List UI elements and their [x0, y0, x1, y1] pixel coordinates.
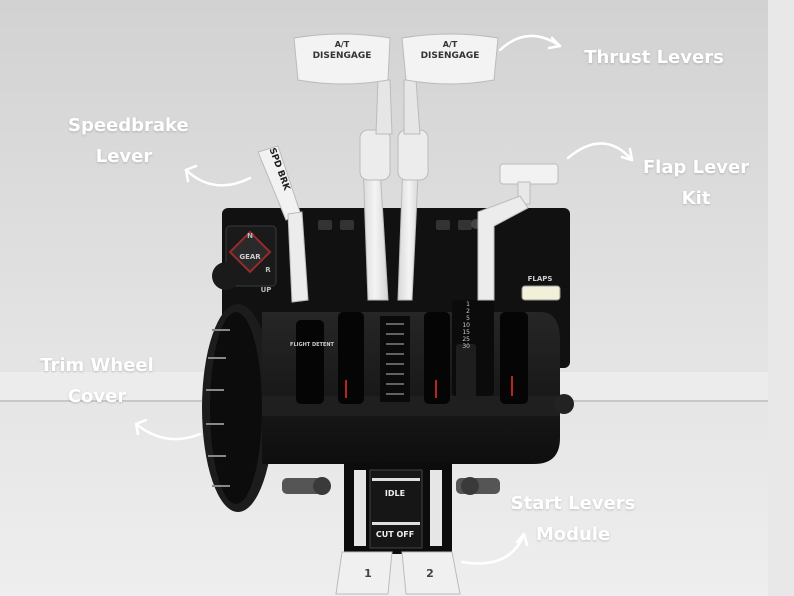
flap-mark: 2: [466, 308, 470, 315]
flaps-text: FLAPS: [528, 275, 553, 283]
wall-panel: [768, 0, 794, 596]
thrust-lever-right[interactable]: [397, 33, 499, 301]
gear-text: GEAR: [239, 253, 261, 261]
flap-mark: 30: [462, 343, 470, 350]
thrust-grip-right[interactable]: [401, 33, 499, 85]
arrow-start-icon: [460, 532, 529, 565]
engine-1-text: 1: [364, 567, 372, 580]
thrust-lever-left[interactable]: [293, 33, 393, 301]
side-knob: [554, 394, 574, 414]
at-disengage-right-text: DISENGAGE: [421, 51, 480, 61]
gear-r-text: R: [265, 266, 271, 274]
flap-mark: 10: [462, 322, 470, 329]
callout-thrust-line1: Thrust Levers: [584, 47, 724, 68]
at-disengage-left-top: A/T: [335, 40, 350, 49]
arrow-flap-icon: [566, 142, 634, 162]
gear-n-text: N: [247, 232, 253, 240]
lever-slots: [296, 312, 528, 404]
callout-flap-line2: Kit: [681, 188, 711, 209]
callout-start-line2: Module: [535, 524, 611, 545]
flap-mark: 25: [462, 336, 470, 343]
flap-lever[interactable]: [477, 163, 559, 301]
idle-text: IDLE: [385, 489, 405, 498]
flap-mark: 15: [462, 329, 470, 336]
callout-thrust: Thrust Levers: [576, 42, 732, 73]
callout-start: Start Levers Module: [500, 488, 646, 550]
thrust-grip-left[interactable]: [293, 33, 391, 85]
flap-mark: 1: [466, 301, 470, 308]
body-band: [262, 396, 560, 416]
callout-speedbrake: Speedbrake Lever: [68, 110, 189, 172]
up-label: UP: [261, 286, 272, 294]
callout-speedbrake-line1: Speedbrake: [68, 115, 189, 136]
start-lever-bases[interactable]: [335, 551, 461, 595]
center-scale-ticks: [386, 323, 404, 395]
flight-detent-text: FLIGHT DETENT: [290, 342, 334, 348]
at-disengage-left-text: DISENGAGE: [313, 51, 372, 61]
callout-trim: Trim Wheel Cover: [30, 350, 164, 412]
trim-knob[interactable]: [212, 262, 240, 290]
callout-speedbrake-line2: Lever: [95, 146, 153, 167]
cut-off-text: CUT OFF: [376, 530, 414, 539]
speedbrake-lever[interactable]: [257, 145, 309, 303]
flap-mark: 5: [466, 315, 470, 322]
callout-start-line1: Start Levers: [510, 493, 636, 514]
callout-trim-line2: Cover: [67, 386, 127, 407]
trim-wheel-inner: [210, 312, 262, 504]
at-disengage-right-top: A/T: [443, 40, 458, 49]
mounting-clamps: [282, 477, 500, 495]
arrow-thrust-icon: [498, 34, 562, 52]
gear-handle: [228, 230, 272, 274]
callout-flap: Flap Lever Kit: [634, 152, 758, 214]
flap-lever-base: [456, 344, 476, 398]
trim-wheel-stripes: [206, 329, 230, 487]
start-levers-module: [344, 462, 452, 554]
center-scale: [380, 316, 410, 402]
engine-2-text: 2: [426, 567, 434, 580]
callout-flap-line1: Flap Lever: [642, 157, 750, 178]
callout-trim-line1: Trim Wheel: [40, 355, 154, 376]
arrow-speedbrake-icon: [184, 164, 252, 187]
arrow-trim-icon: [134, 418, 202, 441]
flaps-indicator: [521, 285, 561, 301]
